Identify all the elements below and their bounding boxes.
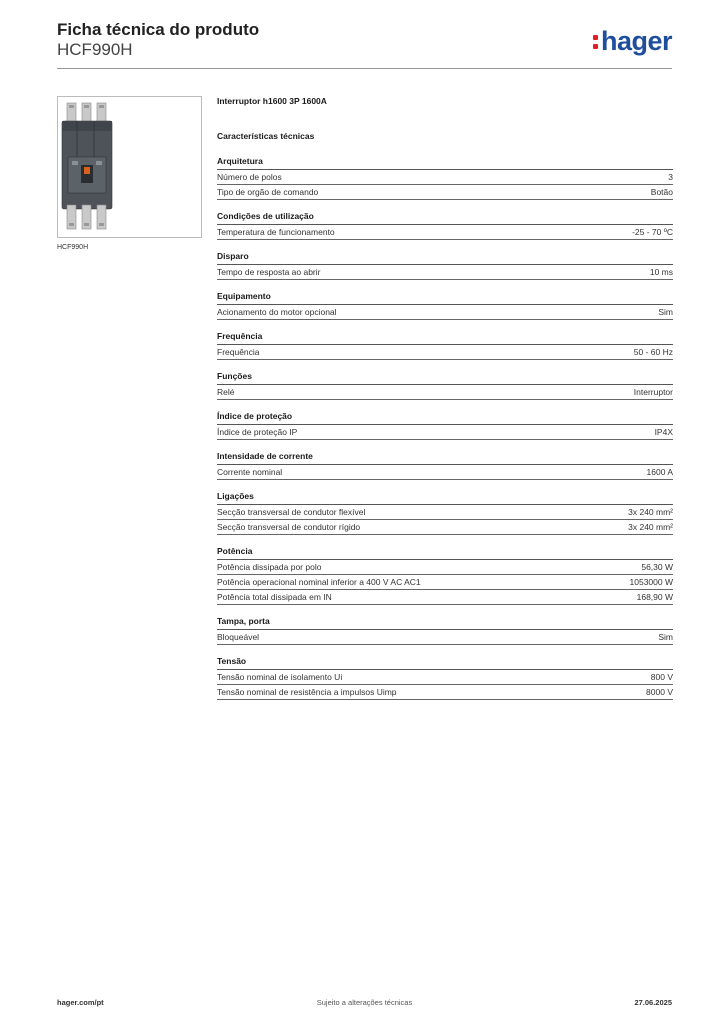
spec-value: 3	[668, 172, 673, 182]
page-title: Ficha técnica do produto	[57, 20, 260, 39]
spec-value: Interruptor	[633, 387, 673, 397]
spec-row: Índice de proteção IP IP4X	[217, 425, 673, 440]
spec-label: Secção transversal de condutor rígido	[217, 522, 361, 532]
spec-value: 56,30 W	[641, 562, 673, 572]
spec-group-title: Tampa, porta	[217, 616, 673, 630]
spec-value: Botão	[650, 187, 673, 197]
spec-group-title: Potência	[217, 546, 673, 560]
spec-label: Índice de proteção IP	[217, 427, 298, 437]
spec-row: Tensão nominal de resistência a impulsos…	[217, 685, 673, 700]
product-code: HCF990H	[57, 40, 133, 59]
spec-label: Tensão nominal de isolamento Ui	[217, 672, 343, 682]
spec-row: Potência total dissipada em IN 168,90 W	[217, 590, 673, 605]
spec-group-title: Frequência	[217, 331, 673, 345]
header: Ficha técnica do produto HCF990H	[57, 20, 259, 60]
footer-note: Sujeito a alterações técnicas	[316, 998, 413, 1007]
spec-label: Frequência	[217, 347, 260, 357]
image-caption: HCF990H	[57, 244, 89, 251]
spec-group-title: Condições de utilização	[217, 211, 673, 225]
spec-value: Sim	[658, 307, 673, 317]
spec-row: Tipo de orgão de comando Botão	[217, 185, 673, 200]
spec-label: Potência dissipada por polo	[217, 562, 322, 572]
spec-value: 3x 240 mm²	[628, 507, 673, 517]
spec-row: Frequência 50 - 60 Hz	[217, 345, 673, 360]
spec-row: Secção transversal de condutor rígido 3x …	[217, 520, 673, 535]
spec-value: 1053000 W	[629, 577, 673, 587]
spec-label: Tipo de orgão de comando	[217, 187, 319, 197]
hager-logo: hager	[592, 26, 673, 57]
spec-row: Bloqueável Sim	[217, 630, 673, 645]
logo-dots-icon	[592, 32, 599, 52]
spec-value: 168,90 W	[636, 592, 673, 602]
product-image	[57, 96, 202, 238]
spec-value: 1600 A	[646, 467, 673, 477]
spec-value: 50 - 60 Hz	[633, 347, 673, 357]
spec-value: 8000 V	[646, 687, 673, 697]
spec-row: Secção transversal de condutor flexível 3…	[217, 505, 673, 520]
product-name: Interruptor h1600 3P 1600A	[217, 96, 327, 106]
spec-group-title: Funções	[217, 371, 673, 385]
spec-label: Bloqueável	[217, 632, 260, 642]
spec-row: Temperatura de funcionamento -25 - 70 ºC	[217, 225, 673, 240]
spec-label: Corrente nominal	[217, 467, 283, 477]
section-title: Características técnicas	[217, 131, 315, 141]
spec-value: 3x 240 mm²	[628, 522, 673, 532]
spec-group-title: Ligações	[217, 491, 673, 505]
spec-row: Corrente nominal 1600 A	[217, 465, 673, 480]
header-divider	[57, 68, 672, 69]
spec-label: Potência operacional nominal inferior a …	[217, 577, 421, 587]
footer-website[interactable]: hager.com/pt	[57, 998, 104, 1007]
spec-label: Tensão nominal de resistência a impulsos…	[217, 687, 397, 697]
spec-value: Sim	[658, 632, 673, 642]
spec-group-title: Tensão	[217, 656, 673, 670]
spec-label: Potência total dissipada em IN	[217, 592, 332, 602]
spec-row: Potência operacional nominal inferior a …	[217, 575, 673, 590]
spec-group-title: Arquitetura	[217, 156, 673, 170]
spec-row: Acionamento do motor opcional Sim	[217, 305, 673, 320]
spec-group-title: Intensidade de corrente	[217, 451, 673, 465]
spec-content: Interruptor h1600 3P 1600A Característic…	[217, 96, 673, 711]
logo-text: hager	[600, 26, 673, 56]
spec-label: Relé	[217, 387, 235, 397]
spec-group-title: Equipamento	[217, 291, 673, 305]
spec-label: Temperatura de funcionamento	[217, 227, 335, 237]
spec-row: Potência dissipada por polo 56,30 W	[217, 560, 673, 575]
spec-value: 800 V	[650, 672, 673, 682]
spec-value: 10 ms	[649, 267, 673, 277]
spec-value: -25 - 70 ºC	[632, 227, 673, 237]
spec-group-title: Disparo	[217, 251, 673, 265]
spec-label: Secção transversal de condutor flexível	[217, 507, 366, 517]
spec-row: Tempo de resposta ao abrir 10 ms	[217, 265, 673, 280]
circuit-breaker-icon	[61, 102, 113, 230]
spec-group-title: Índice de proteção	[217, 411, 673, 425]
spec-row: Relé Interruptor	[217, 385, 673, 400]
spec-label: Tempo de resposta ao abrir	[217, 267, 321, 277]
spec-row: Tensão nominal de isolamento Ui 800 V	[217, 670, 673, 685]
spec-label: Número de polos	[217, 172, 282, 182]
footer-date: 27.06.2025	[634, 998, 672, 1007]
spec-value: IP4X	[654, 427, 673, 437]
spec-label: Acionamento do motor opcional	[217, 307, 337, 317]
spec-row: Número de polos 3	[217, 170, 673, 185]
